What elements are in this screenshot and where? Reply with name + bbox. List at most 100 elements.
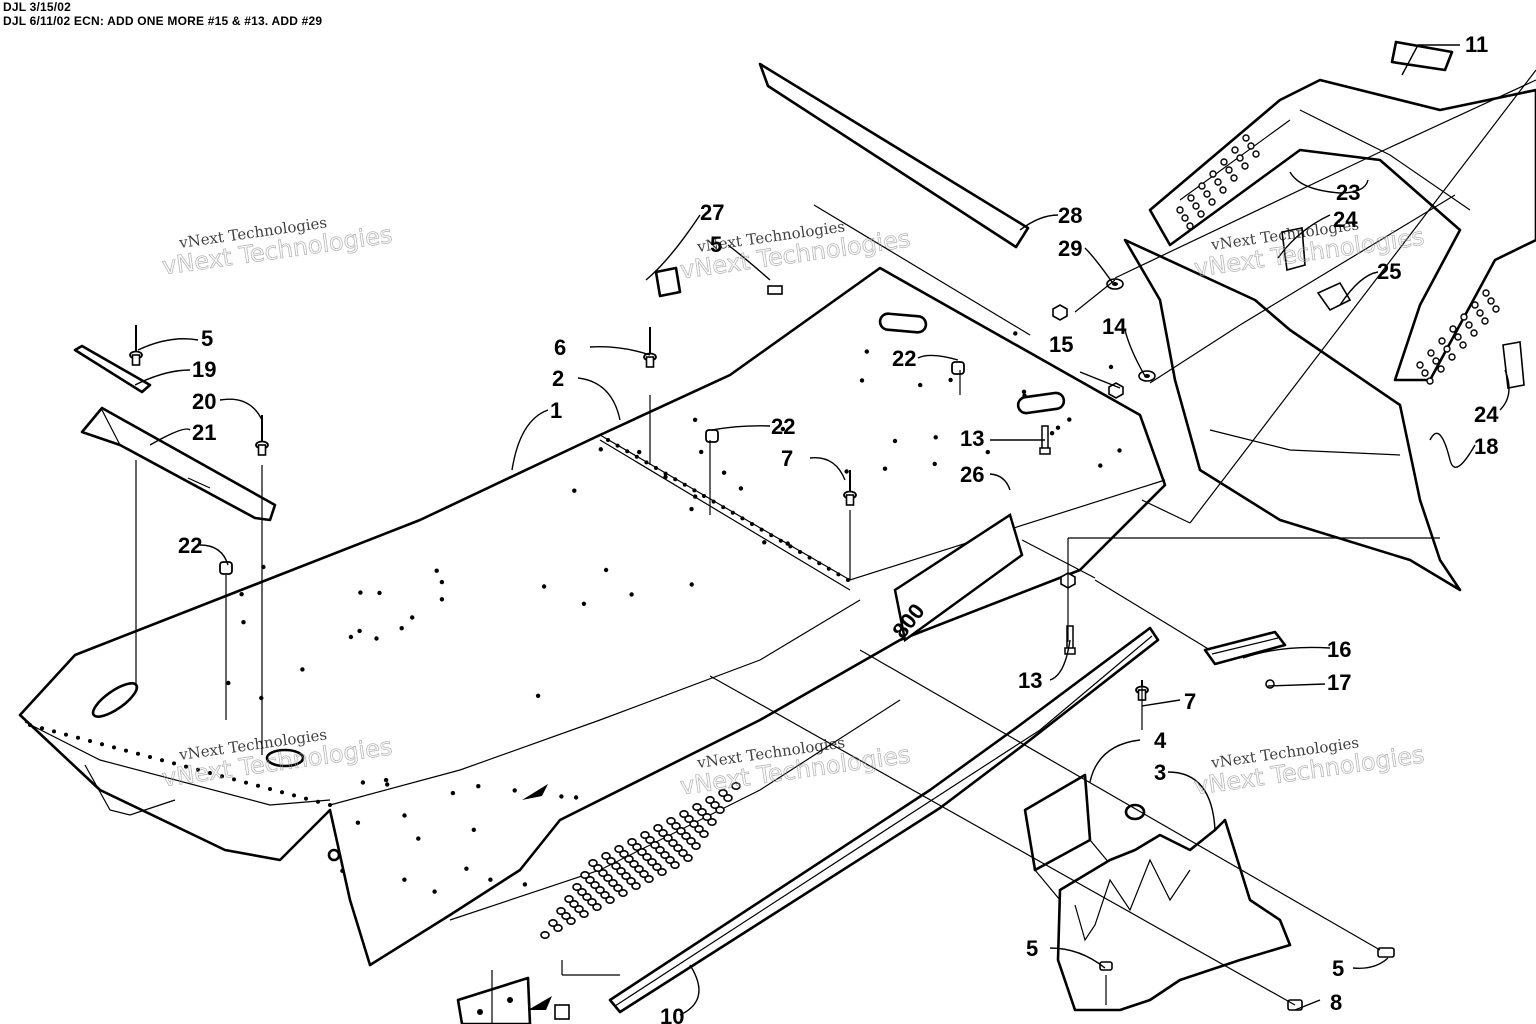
callout-27: 27: [700, 200, 724, 225]
callout-13-a: 13: [960, 426, 984, 451]
plug-cap: [705, 429, 719, 443]
rivet-hole: [357, 628, 362, 634]
vent-hole-pattern: [540, 781, 741, 939]
grip-hole: [1225, 166, 1233, 174]
callout-24-b: 24: [1474, 402, 1499, 427]
edge-rivet: [268, 787, 272, 791]
rivet-hole: [721, 470, 727, 475]
grip-hole: [1231, 146, 1239, 154]
rivet-hole: [637, 449, 642, 455]
edge-rivet: [124, 748, 128, 753]
edge-rivet: [88, 739, 92, 743]
rivet-hole: [439, 579, 445, 585]
rivet-hole: [892, 438, 898, 444]
part-1-tunnel: [18, 266, 1167, 1010]
grip-hole: [1209, 170, 1217, 178]
vent-hole: [569, 899, 579, 908]
rivet-hole: [918, 382, 923, 388]
rivet-hole: [1108, 364, 1114, 370]
grip-hole: [1482, 289, 1490, 297]
vent-hole: [587, 897, 597, 906]
washer-hole: [1144, 374, 1150, 378]
part-28-flap: [758, 62, 1031, 336]
rivet-hole: [377, 590, 382, 596]
edge-rivet: [76, 735, 80, 740]
callout-10: 10: [660, 1004, 684, 1024]
vent-hole: [686, 836, 696, 845]
rivet-hole: [598, 447, 603, 452]
rivet-hole: [573, 795, 579, 800]
rivet-hole: [933, 435, 938, 440]
rivet-hole: [1098, 463, 1103, 468]
nut: [1108, 382, 1124, 399]
grip-hole: [1438, 337, 1446, 345]
vent-hole: [614, 844, 624, 853]
edge-rivet: [625, 449, 630, 454]
vent-hole: [553, 923, 563, 932]
edge-rivet: [232, 777, 236, 782]
grip-hole: [1252, 150, 1260, 158]
callout-labels: 1 2 3 4 5 5 5 5 6 7 7 8 10 11 13 13 14 1…: [178, 32, 1499, 1024]
callout-4: 4: [1154, 728, 1167, 753]
vent-hole: [665, 855, 675, 864]
callout-1: 1: [550, 398, 562, 423]
callout-22-b: 22: [771, 414, 795, 439]
callout-17: 17: [1327, 670, 1351, 695]
grip-hole: [1427, 349, 1435, 357]
edge-rivet: [807, 555, 812, 560]
rivet-hole: [785, 541, 790, 546]
edge-rivet: [711, 499, 716, 504]
edge-rivet: [788, 544, 793, 549]
rivet-hole: [410, 615, 415, 620]
callout-5-b: 5: [710, 232, 722, 257]
vent-hole: [590, 880, 600, 889]
vent-hole: [611, 861, 621, 870]
grip-hole: [1492, 305, 1500, 313]
vent-hole: [561, 911, 571, 920]
part-27-decal: [654, 266, 682, 298]
callout-14: 14: [1102, 314, 1127, 339]
vent-hole: [592, 902, 602, 911]
callout-22-a: 22: [892, 346, 916, 371]
edge-rivet: [846, 578, 850, 582]
clip-24: [1281, 227, 1306, 272]
push-rivet: [1377, 947, 1395, 958]
vent-hole: [645, 835, 655, 844]
edge-rivet: [817, 561, 822, 566]
vent-hole: [566, 916, 576, 925]
edge-rivet: [798, 550, 802, 554]
grip-hole: [1421, 369, 1429, 377]
vent-hole: [663, 833, 673, 842]
callout-20: 20: [192, 389, 216, 414]
grip-hole: [1242, 134, 1250, 142]
vent-hole: [564, 894, 574, 903]
vent-hole: [707, 817, 717, 826]
rivet-body: [131, 354, 141, 366]
vent-hole: [603, 873, 613, 882]
rivet-hole: [360, 780, 366, 785]
vent-hole: [627, 837, 637, 846]
edge-rivet: [328, 803, 332, 807]
vent-hole: [679, 809, 689, 818]
edge-rivet: [148, 755, 152, 759]
grip-hole: [1465, 321, 1473, 329]
edge-rivet: [692, 488, 697, 493]
callout-15: 15: [1049, 332, 1073, 357]
rivet-hole: [471, 827, 476, 832]
part-21-bracket: [80, 406, 277, 522]
rivet-hole: [844, 469, 849, 474]
rivet-hole: [439, 597, 445, 602]
grip-hole: [1181, 214, 1189, 222]
rivet-hole: [762, 540, 767, 545]
vent-hole: [676, 826, 686, 835]
grip-hole: [1437, 365, 1445, 373]
edge-rivet: [280, 790, 284, 795]
grip-hole: [1432, 357, 1440, 365]
vent-hole: [629, 859, 639, 868]
grip-hole: [1426, 377, 1434, 385]
vent-hole: [606, 856, 616, 865]
rivet-hole: [572, 488, 577, 493]
edge-rivet: [316, 799, 320, 804]
rivet-hole: [535, 693, 541, 698]
